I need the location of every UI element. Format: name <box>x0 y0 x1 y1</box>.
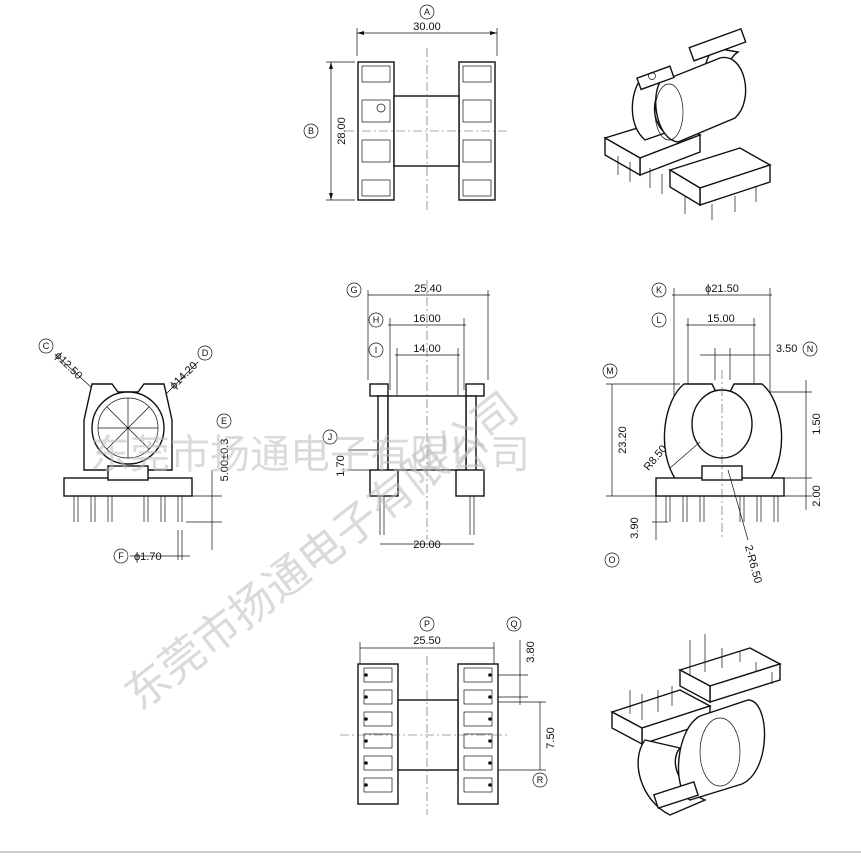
side-thick-dim: 1.70 <box>335 455 347 476</box>
bottom-view: P 25.50 Q 3.80 7 <box>340 616 557 815</box>
front-left-pindia-dim: ϕ1.70 <box>134 551 162 563</box>
front-right-radius2-dim: 2-R6.50 <box>742 544 764 585</box>
top-width-callout: A <box>424 7 430 17</box>
front-left-pinheight-dim: 5.00±0.3 <box>219 439 231 482</box>
front-right-notch-callout: N <box>807 344 814 354</box>
isometric-top <box>603 27 772 220</box>
side-bottom-dim: 20.00 <box>413 539 441 551</box>
front-right-base-dim: 2.00 <box>811 485 823 506</box>
side-thick-callout: J <box>328 432 333 442</box>
front-right-radius-dim: R8.50 <box>642 443 670 473</box>
top-view: A 30.00 B 28.00 <box>303 4 508 212</box>
side-overall-dim: 25.40 <box>414 283 442 295</box>
front-left-pindia-callout: F <box>118 551 124 561</box>
side-view: G 25.40 H 16.00 I 14.00 J 1.70 <box>322 280 490 551</box>
front-right-pinoffset-callout: O <box>608 555 615 565</box>
front-left-pinheight-callout: E <box>221 416 227 426</box>
front-left-inner-callout: C <box>43 341 50 351</box>
side-flange-callout: H <box>373 315 380 325</box>
front-right-width-dim: 15.00 <box>707 313 735 325</box>
front-left-outer-callout: D <box>202 348 209 358</box>
bottom-width-callout: P <box>424 619 430 629</box>
isometric-bottom <box>610 634 782 816</box>
top-width-dim: 30.00 <box>413 21 441 33</box>
front-right-pinoffset-dim: 3.90 <box>629 517 641 538</box>
front-right-dia-callout: K <box>656 285 662 295</box>
top-height-dim: 28.00 <box>336 117 348 145</box>
side-core-callout: I <box>375 345 378 355</box>
bottom-row-callout: R <box>537 775 544 785</box>
front-right-dia-dim: ϕ21.50 <box>705 283 739 295</box>
bottom-row-dim: 7.50 <box>545 727 557 748</box>
front-right-height-callout: M <box>606 366 614 376</box>
front-right-notch-dim: 3.50 <box>776 343 797 355</box>
front-right-height-dim: 23.20 <box>617 426 629 454</box>
watermark-band: 东莞市扬通电子有限公司 <box>90 433 530 477</box>
front-right-view: K ϕ21.50 L 15.00 3.50 N M <box>602 282 823 585</box>
bottom-pitch-callout: Q <box>510 619 517 629</box>
front-right-width-callout: L <box>656 315 661 325</box>
front-left-view: C ϕ12.50 D ϕ14.20 E 5.00±0.3 <box>38 338 232 564</box>
top-height-callout: B <box>308 126 314 136</box>
bottom-width-dim: 25.50 <box>413 635 441 647</box>
front-right-gap-dim: 1.50 <box>811 413 823 434</box>
bottom-pitch-dim: 3.80 <box>525 641 537 662</box>
side-overall-callout: G <box>350 285 357 295</box>
